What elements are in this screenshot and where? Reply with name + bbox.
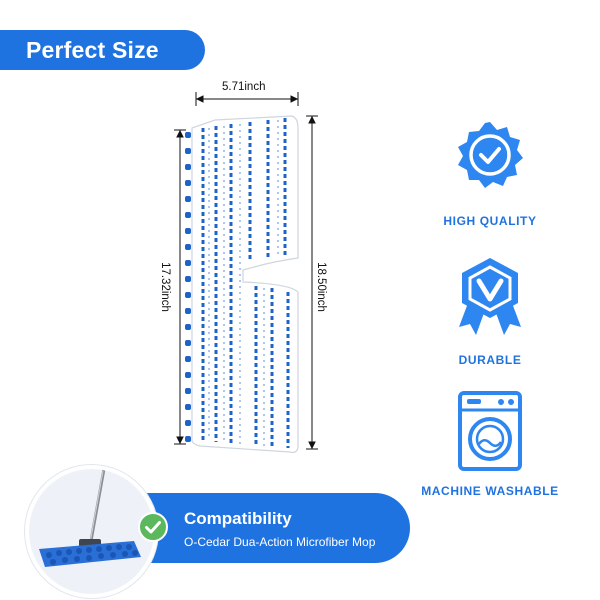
seal-check-icon — [458, 122, 523, 188]
width-dimension-line — [195, 92, 299, 106]
width-dimension-label: 5.71inch — [222, 81, 266, 93]
feature-machine-washable: MACHINE WASHABLE — [415, 390, 565, 500]
feature-label: HIGH QUALITY — [443, 214, 537, 228]
feature-label: MACHINE WASHABLE — [421, 484, 559, 498]
page-title: Perfect Size — [26, 37, 159, 63]
feature-durable: DURABLE — [430, 255, 550, 370]
washing-machine-icon — [458, 391, 522, 471]
outer-length-dimension-line — [306, 115, 318, 450]
mop-product-photo — [25, 465, 158, 598]
mop-photo-illustration — [39, 469, 141, 567]
feature-high-quality: HIGH QUALITY — [430, 120, 550, 230]
inner-length-dimension-line — [174, 129, 186, 445]
check-circle-icon — [138, 512, 168, 542]
ribbon-check-icon — [459, 258, 521, 335]
mop-pad — [185, 115, 299, 454]
compatibility-title: Compatibility — [184, 509, 292, 528]
feature-label: DURABLE — [458, 353, 522, 367]
compatibility-subtitle: O-Cedar Dua-Action Microfiber Mop — [184, 535, 376, 549]
title-banner: Perfect Size — [0, 30, 205, 70]
